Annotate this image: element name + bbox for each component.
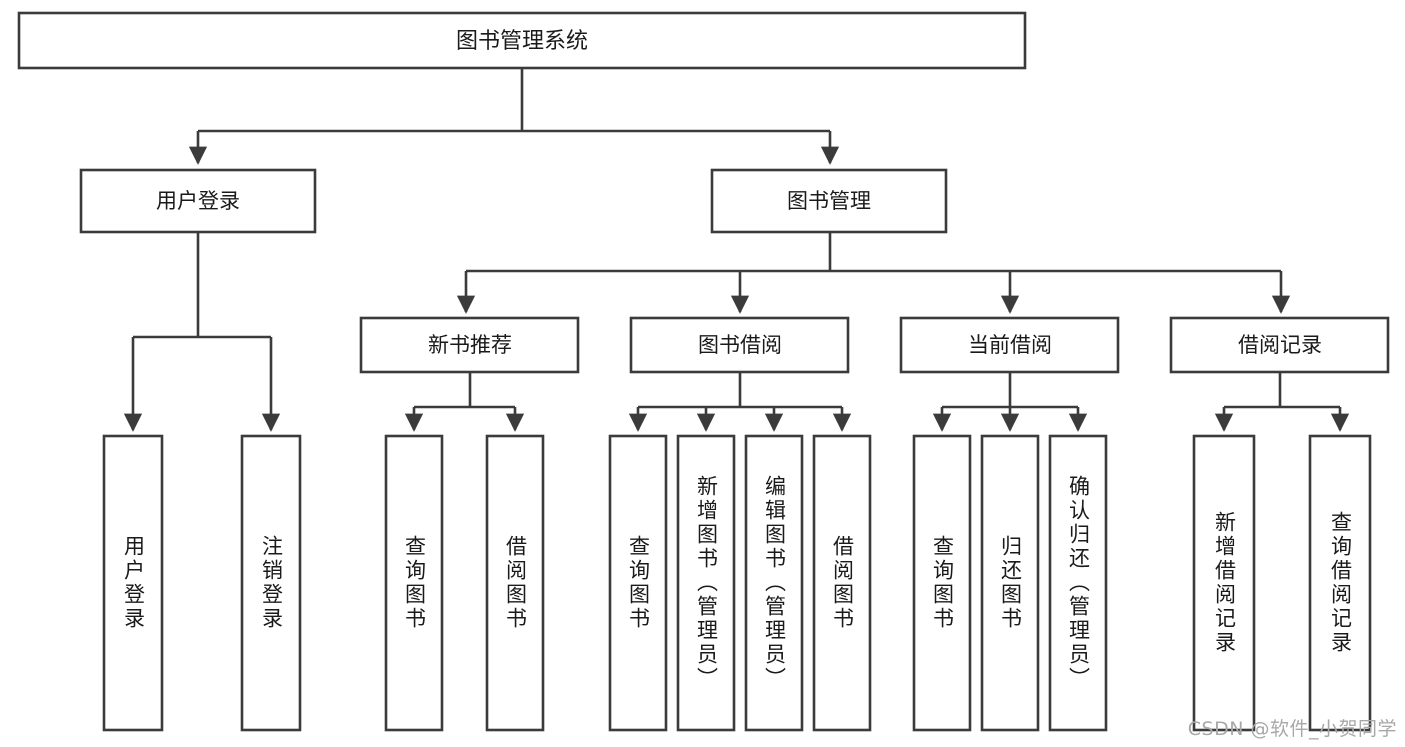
leaf-node-currentborrow-confirm[interactable] [1048,434,1108,732]
node-root-label: 图书管理系统 [456,29,588,54]
node-book-borrow-label: 图书借阅 [698,333,782,357]
node-new-book-recommend[interactable]: 新书推荐 [359,316,580,374]
connector-root-to-level2 [188,68,840,165]
node-user-login-label: 用户登录 [156,189,240,213]
node-current-borrow-label: 当前借阅 [968,333,1052,357]
node-root[interactable]: 图书管理系统 [17,11,1027,70]
leaf-node-user-login-login[interactable] [102,434,164,732]
leaf-node-newbook-borrow[interactable] [485,434,545,732]
node-book-manage[interactable]: 图书管理 [710,168,948,234]
leaf-node-currentborrow-query[interactable] [912,434,972,732]
leaf-node-bookborrow-edit[interactable] [744,434,804,732]
leaf-node-newbook-query[interactable] [384,434,444,732]
connector-userlogin-to-leaves [123,232,281,432]
watermark-text: CSDN @软件_小贺同学 [1187,718,1397,740]
node-current-borrow[interactable]: 当前借阅 [899,316,1120,374]
connector-bookmanage-to-level3 [456,232,1291,314]
connector-bookborrow-to-leaves [628,372,852,432]
leaf-node-borrowrecord-add[interactable] [1192,434,1256,732]
leaf-node-bookborrow-add[interactable] [676,434,736,732]
node-book-manage-label: 图书管理 [787,189,871,213]
node-user-login[interactable]: 用户登录 [79,168,317,234]
leaf-node-borrowrecord-query[interactable] [1308,434,1372,732]
node-new-book-recommend-label: 新书推荐 [428,333,512,357]
connector-currentborrow-to-leaves [932,372,1088,432]
node-borrow-record-label: 借阅记录 [1238,333,1322,357]
leaf-node-currentborrow-return[interactable] [980,434,1040,732]
node-borrow-record[interactable]: 借阅记录 [1169,316,1390,374]
connector-newbook-to-leaves [404,372,525,432]
leaf-node-bookborrow-query[interactable] [608,434,668,732]
node-book-borrow[interactable]: 图书借阅 [629,316,850,374]
leaf-node-user-login-logout[interactable] [240,434,302,732]
leaf-node-bookborrow-borrow[interactable] [812,434,872,732]
connector-borrowrecord-to-leaves [1214,372,1350,432]
